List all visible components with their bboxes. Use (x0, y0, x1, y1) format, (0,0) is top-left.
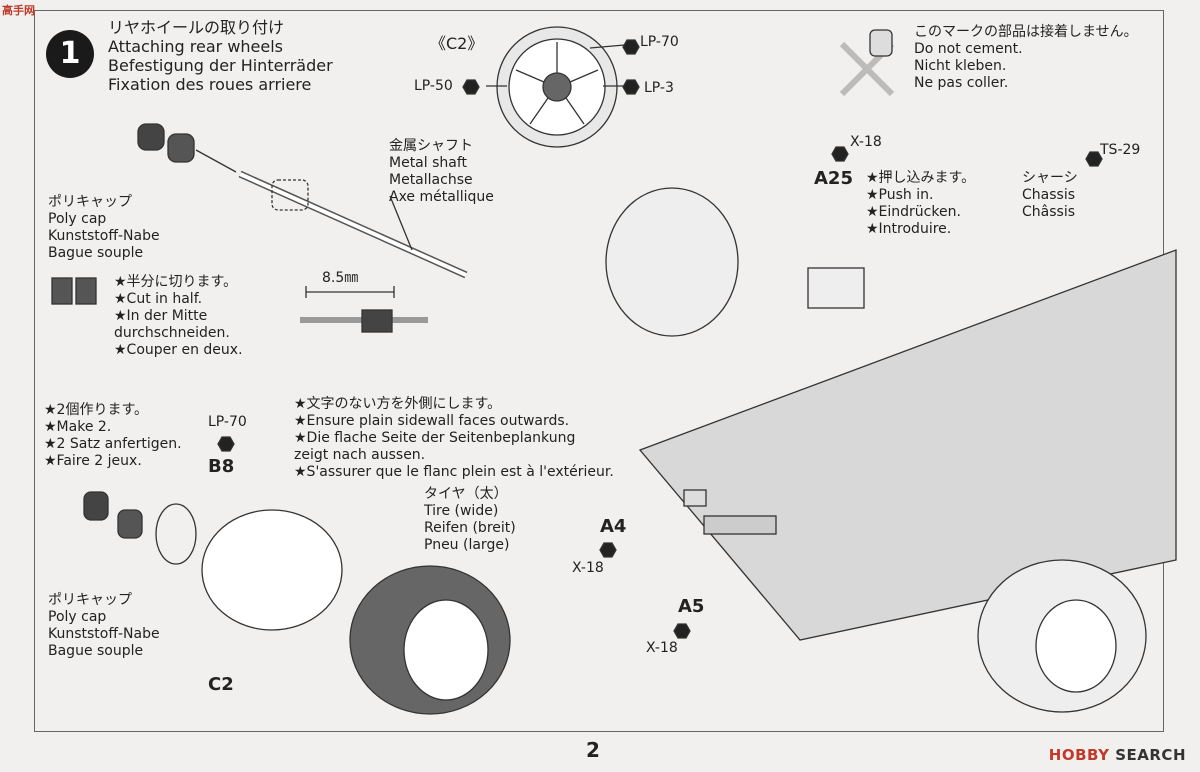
paint-b8: LP-70 (208, 414, 247, 430)
tire-label: タイヤ（太）Tire (wide) Reifen (breit)Pneu (la… (424, 486, 516, 553)
wheel-c2-diagram (496, 26, 618, 148)
watermark-right: HOBBY SEARCH (1048, 746, 1186, 764)
part-a25: A25 (814, 168, 853, 189)
paint-a4: X-18 (572, 560, 604, 576)
no-cement-icon (839, 29, 895, 97)
part-a4: A4 (600, 516, 627, 537)
part-a5: A5 (678, 596, 705, 617)
paint-lp3: LP-3 (644, 80, 674, 96)
paint-a5: X-18 (646, 640, 678, 656)
sidewall-note: ★文字のない方を外側にします。★Ensure plain sidewall fa… (294, 396, 614, 480)
paint-lp50: LP-50 (414, 78, 453, 94)
dimension-label: 8.5㎜ (322, 270, 359, 286)
paint-lp70: LP-70 (640, 34, 679, 50)
push-in-note: ★押し込みます。★Push in. ★Eindrücken.★Introduir… (866, 170, 976, 237)
part-b8: B8 (208, 456, 235, 477)
paint-a25: X-18 (850, 134, 882, 150)
wheel-part-label: 《C2》 (430, 34, 484, 53)
no-cement-note: このマークの部品は接着しません。Do not cement. Nicht kle… (914, 24, 1138, 91)
paint-chassis: TS-29 (1100, 142, 1141, 158)
part-c2: C2 (208, 674, 234, 695)
step-number-badge: 1 (46, 30, 94, 78)
page-number: 2 (586, 738, 600, 762)
poly-caps-top (137, 123, 195, 163)
make-two-note: ★2個作ります。★Make 2. ★2 Satz anfertigen.★Fai… (44, 402, 182, 469)
watermark-left: 高手网 (2, 4, 35, 17)
